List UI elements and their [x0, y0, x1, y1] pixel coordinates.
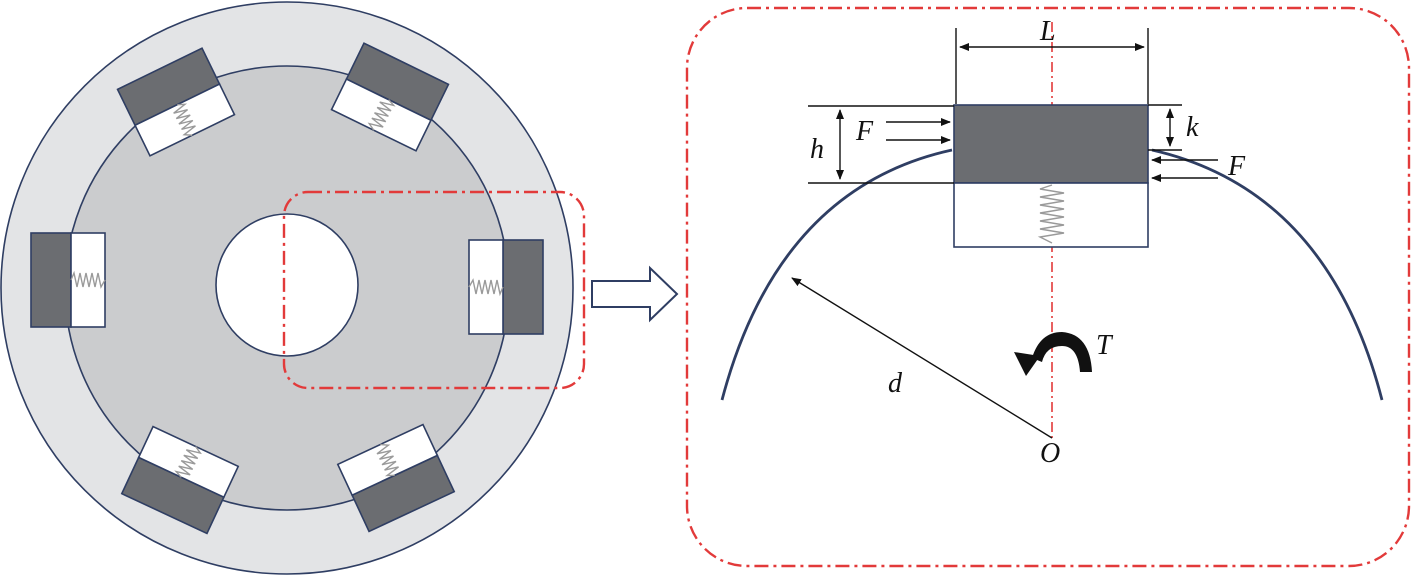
vane-lower-left	[120, 425, 240, 535]
vane-upper-right	[330, 42, 450, 152]
hollow-arrow-right-icon	[591, 265, 679, 323]
vane-left	[30, 232, 106, 328]
label-torque: T	[1096, 330, 1114, 361]
label-center: O	[1040, 438, 1060, 469]
shaft-hole	[215, 213, 359, 357]
label-length: L	[1039, 16, 1056, 47]
vane-upper-left	[116, 47, 236, 157]
rotor-overview	[0, 1, 586, 575]
detail-view: L h F k F d O T	[685, 6, 1411, 568]
vane-lower-right	[336, 423, 456, 533]
label-diameter: d	[888, 368, 903, 399]
label-force-right: F	[1227, 151, 1246, 182]
label-depth: k	[1186, 112, 1199, 143]
spring	[1037, 184, 1065, 244]
vane-block-dark	[953, 104, 1149, 184]
radius-line	[791, 277, 1053, 439]
curved-arrow-icon	[1014, 332, 1092, 376]
label-height: h	[810, 134, 824, 165]
vane-right	[468, 239, 544, 335]
zoom-highlight-box	[282, 190, 586, 390]
rotor-arc	[720, 148, 1384, 401]
label-force-left: F	[855, 116, 874, 147]
detail-frame	[685, 6, 1411, 568]
